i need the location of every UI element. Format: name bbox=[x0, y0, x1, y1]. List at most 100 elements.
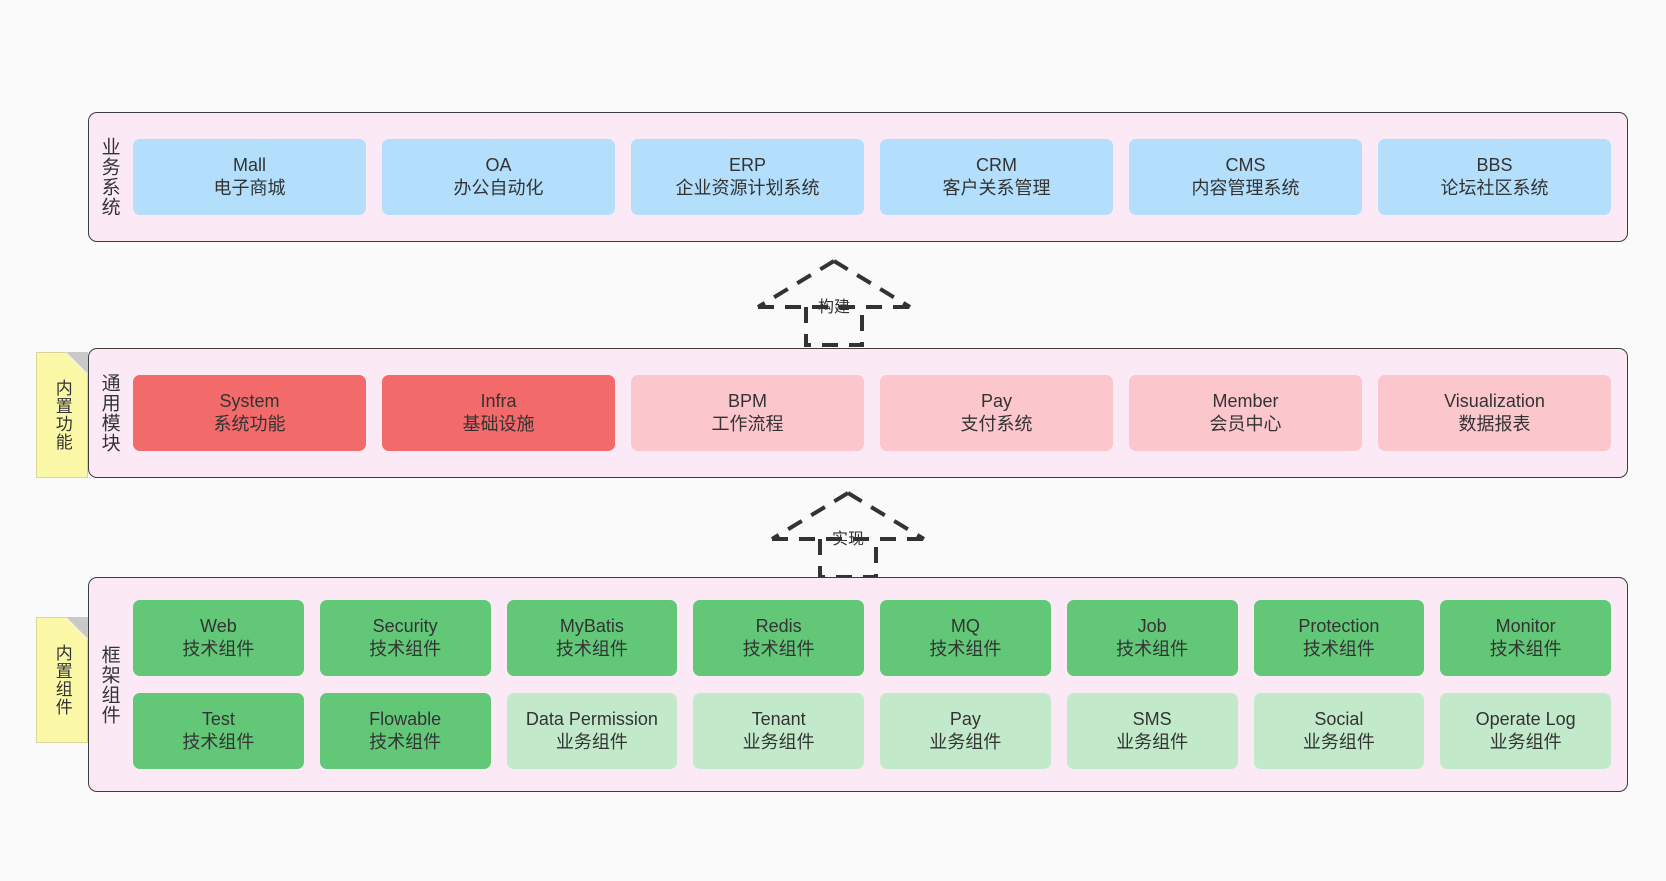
node-title: MQ bbox=[950, 615, 980, 636]
node-title: Security bbox=[372, 615, 438, 636]
node-job[interactable]: Job 技术组件 bbox=[1066, 600, 1238, 676]
node-subtitle: 技术组件 bbox=[1302, 639, 1375, 659]
node-subtitle: 数据报表 bbox=[1458, 414, 1531, 434]
node-title: CMS bbox=[1225, 154, 1266, 175]
node-title: Monitor bbox=[1495, 615, 1556, 636]
node-title: Test bbox=[201, 708, 235, 729]
node-protection[interactable]: Protection 技术组件 bbox=[1253, 600, 1425, 676]
node-title: Pay bbox=[949, 708, 981, 729]
node-subtitle: 业务组件 bbox=[929, 732, 1002, 752]
note-label: 内置组件 bbox=[52, 644, 72, 716]
node-subtitle: 业务组件 bbox=[555, 732, 628, 752]
node-subtitle: 业务组件 bbox=[1302, 732, 1375, 752]
node-web[interactable]: Web 技术组件 bbox=[133, 600, 304, 676]
node-data-permission[interactable]: Data Permission 业务组件 bbox=[506, 693, 678, 769]
node-mall[interactable]: Mall 电子商城 bbox=[133, 139, 366, 215]
node-subtitle: 技术组件 bbox=[369, 732, 442, 752]
layer-title-framework: 框架组件 bbox=[98, 644, 120, 725]
layer-business-system: 业务系统 Mall 电子商城 OA 办公自动化 ERP 企业资源计划系统 CRM… bbox=[88, 112, 1628, 242]
row: Test 技术组件 Flowable 技术组件 Data Permission … bbox=[133, 693, 1611, 769]
node-crm[interactable]: CRM 客户关系管理 bbox=[880, 139, 1113, 215]
connector-build-arrow: 构建 bbox=[744, 255, 924, 347]
node-subtitle: 会员中心 bbox=[1209, 414, 1282, 434]
node-subtitle: 客户关系管理 bbox=[942, 178, 1051, 198]
row: System 系统功能 Infra 基础设施 BPM 工作流程 Pay 支付系统… bbox=[133, 375, 1611, 451]
node-pay[interactable]: Pay 支付系统 bbox=[880, 375, 1113, 451]
node-title: Tenant bbox=[751, 708, 806, 729]
node-subtitle: 技术组件 bbox=[742, 639, 815, 659]
node-title: Flowable bbox=[369, 708, 442, 729]
node-title: Web bbox=[200, 615, 237, 636]
node-subtitle: 业务组件 bbox=[742, 732, 815, 752]
node-operate-log[interactable]: Operate Log 业务组件 bbox=[1440, 693, 1611, 769]
node-redis[interactable]: Redis 技术组件 bbox=[693, 600, 864, 676]
node-subtitle: 技术组件 bbox=[929, 639, 1002, 659]
node-subtitle: 技术组件 bbox=[182, 732, 255, 752]
layer-common-module: 通用模块 System 系统功能 Infra 基础设施 BPM 工作流程 Pay… bbox=[88, 348, 1628, 478]
node-bbs[interactable]: BBS 论坛社区系统 bbox=[1378, 139, 1611, 215]
node-subtitle: 内容管理系统 bbox=[1191, 178, 1300, 198]
node-bpm[interactable]: BPM 工作流程 bbox=[631, 375, 864, 451]
node-title: MyBatis bbox=[559, 615, 624, 636]
node-cms[interactable]: CMS 内容管理系统 bbox=[1129, 139, 1362, 215]
layer-title-common: 通用模块 bbox=[98, 373, 120, 453]
node-title: Mall bbox=[232, 154, 266, 175]
node-title: System bbox=[219, 390, 280, 411]
node-security[interactable]: Security 技术组件 bbox=[319, 600, 491, 676]
layer-body-common: System 系统功能 Infra 基础设施 BPM 工作流程 Pay 支付系统… bbox=[129, 349, 1627, 477]
node-subtitle: 技术组件 bbox=[1489, 639, 1562, 659]
node-subtitle: 工作流程 bbox=[711, 414, 784, 434]
node-title: Pay bbox=[980, 390, 1013, 411]
node-oa[interactable]: OA 办公自动化 bbox=[382, 139, 615, 215]
node-title: ERP bbox=[728, 154, 766, 175]
connector-implement-label: 实现 bbox=[831, 531, 865, 548]
node-title: Redis bbox=[755, 615, 802, 636]
node-flowable[interactable]: Flowable 技术组件 bbox=[319, 693, 491, 769]
node-system[interactable]: System 系统功能 bbox=[133, 375, 366, 451]
node-title: Protection bbox=[1298, 615, 1380, 636]
row: Mall 电子商城 OA 办公自动化 ERP 企业资源计划系统 CRM 客户关系… bbox=[133, 139, 1611, 215]
node-test[interactable]: Test 技术组件 bbox=[133, 693, 304, 769]
node-title: Data Permission bbox=[525, 708, 658, 729]
row: Web 技术组件 Security 技术组件 MyBatis 技术组件 Redi… bbox=[133, 600, 1611, 676]
node-title: Operate Log bbox=[1475, 708, 1576, 729]
node-member[interactable]: Member 会员中心 bbox=[1129, 375, 1362, 451]
node-subtitle: 技术组件 bbox=[182, 639, 255, 659]
node-mybatis[interactable]: MyBatis 技术组件 bbox=[506, 600, 678, 676]
node-title: Social bbox=[1314, 708, 1364, 729]
layer-framework-component: 框架组件 Web 技术组件 Security 技术组件 MyBatis 技术组件… bbox=[88, 577, 1628, 792]
note-builtin-features: 内置功能 bbox=[36, 352, 88, 478]
node-social[interactable]: Social 业务组件 bbox=[1253, 693, 1425, 769]
node-subtitle: 支付系统 bbox=[960, 414, 1033, 434]
node-subtitle: 办公自动化 bbox=[453, 178, 544, 198]
node-erp[interactable]: ERP 企业资源计划系统 bbox=[631, 139, 864, 215]
node-monitor[interactable]: Monitor 技术组件 bbox=[1440, 600, 1611, 676]
node-pay-component[interactable]: Pay 业务组件 bbox=[880, 693, 1051, 769]
node-subtitle: 论坛社区系统 bbox=[1440, 178, 1549, 198]
node-subtitle: 电子商城 bbox=[213, 178, 286, 198]
node-title: Member bbox=[1212, 390, 1279, 411]
node-title: BPM bbox=[727, 390, 767, 411]
node-subtitle: 技术组件 bbox=[555, 639, 628, 659]
node-subtitle: 技术组件 bbox=[369, 639, 442, 659]
node-title: Infra bbox=[480, 390, 517, 411]
node-sms[interactable]: SMS 业务组件 bbox=[1066, 693, 1238, 769]
node-subtitle: 业务组件 bbox=[1489, 732, 1562, 752]
layer-body-framework: Web 技术组件 Security 技术组件 MyBatis 技术组件 Redi… bbox=[129, 578, 1627, 791]
node-title: Job bbox=[1137, 615, 1167, 636]
node-subtitle: 业务组件 bbox=[1116, 732, 1189, 752]
node-mq[interactable]: MQ 技术组件 bbox=[880, 600, 1051, 676]
note-builtin-components: 内置组件 bbox=[36, 617, 88, 743]
node-title: OA bbox=[485, 154, 512, 175]
node-subtitle: 系统功能 bbox=[213, 414, 286, 434]
node-visualization[interactable]: Visualization 数据报表 bbox=[1378, 375, 1611, 451]
node-infra[interactable]: Infra 基础设施 bbox=[382, 375, 615, 451]
node-title: BBS bbox=[1476, 154, 1513, 175]
connector-implement-arrow: 实现 bbox=[758, 487, 938, 579]
dashed-generalization-arrow-icon bbox=[756, 259, 912, 347]
node-tenant[interactable]: Tenant 业务组件 bbox=[693, 693, 864, 769]
connector-build-label: 构建 bbox=[817, 299, 851, 316]
layer-body-business: Mall 电子商城 OA 办公自动化 ERP 企业资源计划系统 CRM 客户关系… bbox=[129, 113, 1627, 241]
node-title: Visualization bbox=[1444, 390, 1545, 411]
